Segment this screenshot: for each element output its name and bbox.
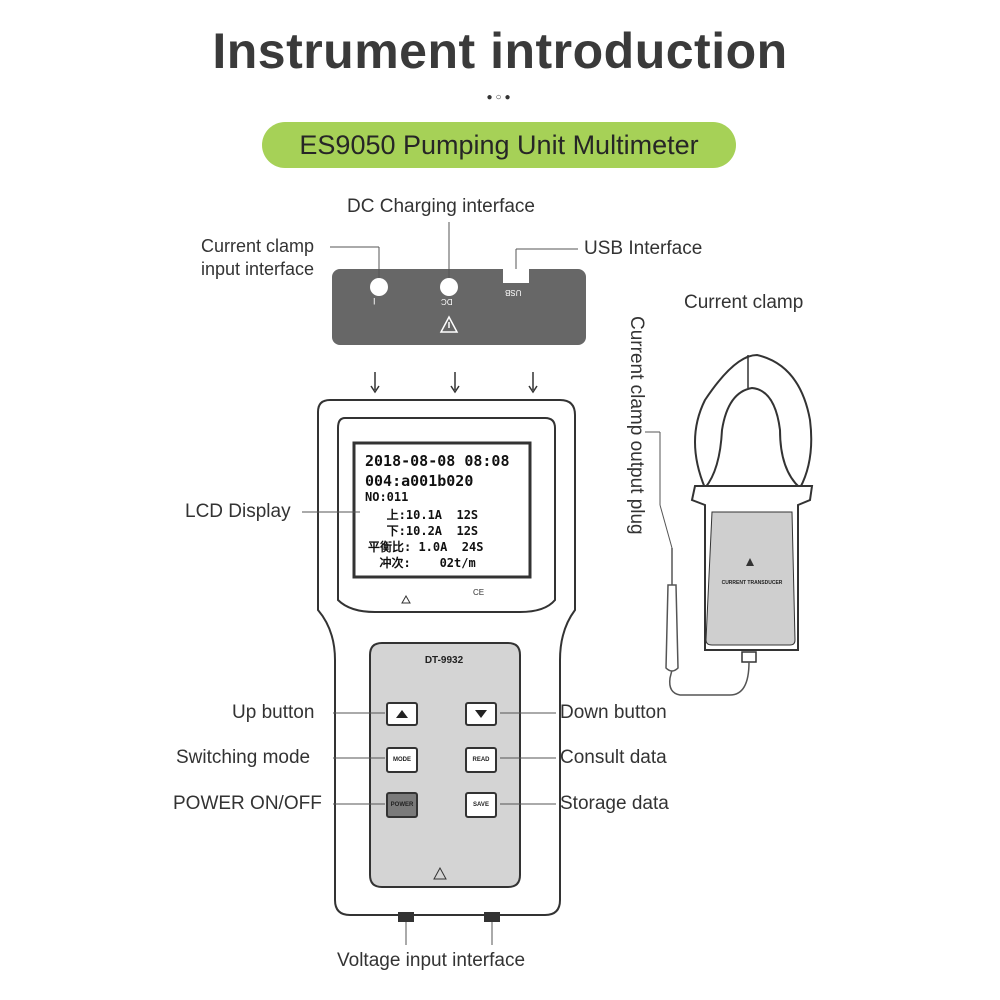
current-clamp-port: [370, 278, 388, 296]
save-button[interactable]: SAVE: [465, 792, 497, 818]
carousel-dots: ●○●: [486, 92, 514, 103]
lcd-downstroke: 下:10.2A 12S: [365, 524, 479, 538]
clamp-jaws: [694, 353, 813, 490]
lcd-upstroke: 上:10.1A 12S: [365, 508, 479, 522]
read-button-label: READ: [472, 757, 490, 763]
up-button-label: Up button: [232, 702, 315, 723]
dc-port: [440, 278, 458, 296]
down-arrow-icon: [475, 710, 487, 718]
plug-body: [665, 584, 679, 672]
clamp-handle: [705, 511, 796, 646]
lcd-display-label: LCD Display: [185, 501, 291, 522]
lcd-screen: [352, 441, 532, 579]
down-arrows: [370, 372, 538, 394]
product-name: ES9050 Pumping Unit Multimeter: [299, 129, 699, 160]
warning-icon: [401, 594, 411, 604]
usb-port: [503, 269, 529, 283]
warning-icon: [746, 558, 754, 566]
clamp-input-label-line1: Current clamp: [201, 236, 315, 256]
clamp-output-plug: [741, 651, 757, 663]
power-button[interactable]: POWER: [386, 792, 418, 818]
page-title: Instrument introduction: [212, 23, 788, 79]
product-name-banner: ES9050 Pumping Unit Multimeter: [262, 122, 736, 168]
save-button-label: SAVE: [473, 802, 489, 808]
read-button[interactable]: READ: [465, 747, 497, 773]
up-arrow-icon: [396, 710, 408, 718]
lcd-balance-ratio: 平衡比: 1.0A 24S: [368, 540, 484, 554]
down-button-label: Down button: [560, 702, 667, 723]
up-button[interactable]: [386, 702, 418, 726]
clamp-output-plug-label: Current clamp output plug: [626, 316, 647, 535]
voltage-connector-right: [484, 912, 500, 922]
power-button-label: POWER: [390, 802, 414, 808]
clamp-cable: [668, 661, 750, 696]
usb-interface-label: USB Interface: [584, 238, 703, 259]
power-on-off-label: POWER ON/OFF: [173, 793, 322, 814]
port-usb-label: USB: [505, 288, 522, 297]
mode-button-label: MODE: [393, 757, 411, 763]
consult-data-label: Consult data: [560, 747, 667, 768]
lcd-datetime: 2018-08-08 08:08: [365, 452, 510, 470]
voltage-connector-left: [398, 912, 414, 922]
lcd-stroke-rate: 冲次: 02t/m: [365, 556, 476, 570]
clamp-transducer-text: CURRENT TRANSDUCER: [721, 580, 783, 586]
port-dc-label: DC: [441, 297, 453, 306]
mode-button[interactable]: MODE: [386, 747, 418, 773]
lcd-id: 004:a001b020: [365, 472, 474, 490]
current-clamp-label: Current clamp: [684, 292, 804, 313]
device-model: DT-9932: [424, 655, 464, 666]
lcd-number: NO:011: [365, 490, 409, 504]
dc-charging-label: DC Charging interface: [347, 196, 535, 217]
port-i-label: I: [373, 296, 376, 306]
port-panel: [332, 269, 586, 345]
storage-data-label: Storage data: [560, 793, 669, 814]
warning-icon: [433, 866, 447, 880]
ce-mark: CE: [473, 588, 485, 597]
down-button[interactable]: [465, 702, 497, 726]
switching-mode-label: Switching mode: [176, 747, 311, 768]
clamp-input-label-line2: input interface: [201, 259, 315, 279]
warning-icon: [439, 315, 459, 333]
voltage-input-label: Voltage input interface: [337, 950, 526, 971]
